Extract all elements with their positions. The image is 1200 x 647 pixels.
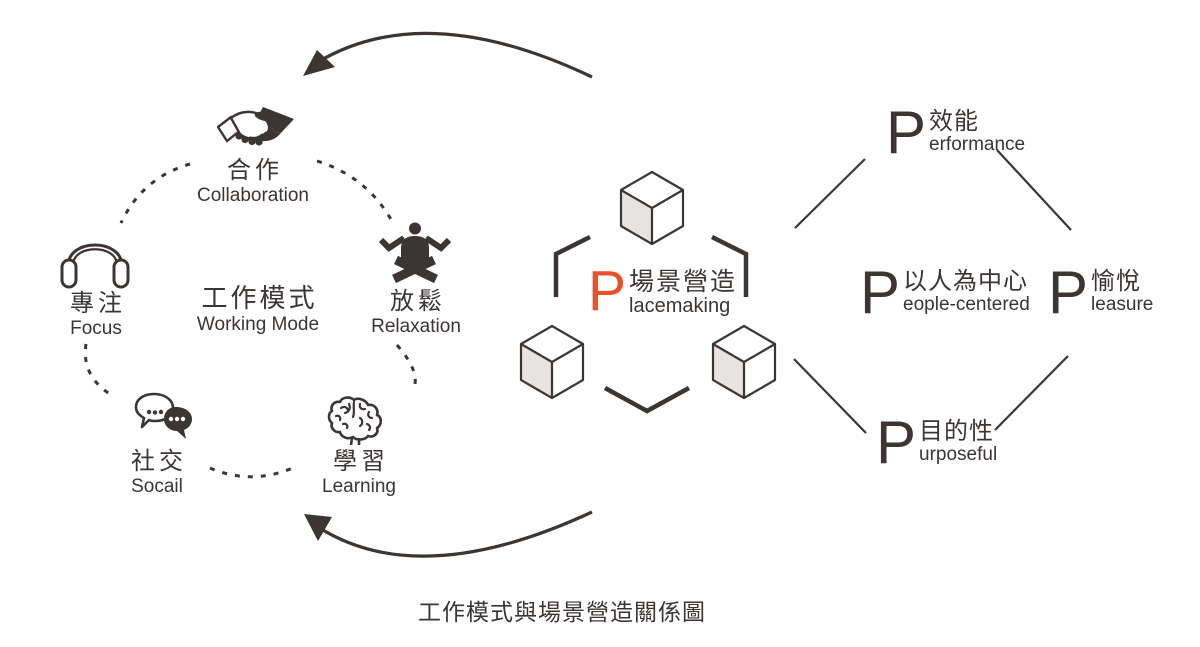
arc-social-learning [209,465,296,479]
principle-pleasure-zh: 愉悅 [1091,268,1142,295]
principle-pleasure-initial: P [1048,259,1089,326]
bracket-top-left [553,234,592,297]
line-pleasure-to-purposeful [994,355,1069,431]
chat-bubbles-icon [134,392,192,439]
cube-icon-top [619,170,685,246]
placemaking-en: lacemaking [629,295,731,318]
working-mode-en: Working Mode [196,313,320,335]
placemaking-brackets [553,234,749,414]
loop-arrow-bottom [304,510,593,558]
node-focus-zh: 專注 [70,290,126,317]
principle-pleasure: P 愉悅 leasure [1048,263,1154,323]
node-social-en: Socail [131,476,183,498]
principle-performance-en: erformance [929,134,1026,156]
bracket-bottom-chevron [603,386,691,414]
working-mode-zh: 工作模式 [201,283,318,313]
node-learning: 學習 Learning [322,448,396,499]
node-learning-zh: 學習 [332,448,389,475]
diagram-caption: 工作模式與場景營造關係圖 [418,599,706,625]
bracket-top-right [710,234,749,297]
diamond-lines [793,149,1072,434]
node-collaboration-en: Collaboration [197,185,309,207]
placemaking-zh: 場景營造 [629,268,738,296]
placemaking-initial: P [588,259,627,323]
node-social-zh: 社交 [131,448,187,475]
arc-relaxation-learning [395,344,417,392]
working-mode-title: 工作模式 Working Mode [197,284,319,336]
node-relaxation-en: Relaxation [371,316,461,338]
principle-people-centered-en: eople-centered [903,294,1030,316]
principle-pleasure-en: leasure [1091,294,1154,316]
principle-performance-zh: 效能 [929,108,980,135]
node-learning-en: Learning [322,476,396,498]
principle-performance: P 效能 erformance [886,103,1026,163]
line-left-to-performance [794,158,866,229]
arc-focus-social [83,343,114,398]
principle-people-centered-initial: P [860,259,901,326]
line-performance-to-pleasure [996,149,1072,231]
meditation-icon [378,222,452,283]
principle-people-centered: P 以人為中心 eople-centered [860,263,1030,323]
brain-icon [327,396,383,446]
principle-performance-initial: P [886,99,927,166]
node-relaxation: 放鬆 Relaxation [371,288,461,339]
arc-collaboration-focus [119,162,191,224]
line-left-to-purposeful [793,358,867,434]
node-relaxation-zh: 放鬆 [390,288,446,315]
placemaking-label: P 場景營造 lacemaking [588,263,738,320]
principle-purposeful-zh: 目的性 [919,418,995,445]
principle-purposeful-initial: P [876,409,917,476]
node-focus: 專注 Focus [70,290,122,341]
cube-icon-right [711,324,777,400]
cycle-dashed-arcs [83,159,417,479]
arrowhead-top [303,50,335,76]
principle-purposeful: P 目的性 urposeful [876,413,998,473]
headphones-icon [60,243,130,289]
node-social: 社交 Socail [131,448,183,499]
cube-icon-left [519,324,585,400]
node-collaboration: 合作 Collaboration [197,157,309,208]
handshake-icon [217,107,294,146]
node-collaboration-zh: 合作 [227,157,283,184]
arc-collaboration-relaxation [316,159,395,224]
node-focus-en: Focus [70,318,122,340]
principle-people-centered-zh: 以人為中心 [903,268,1029,295]
loop-arrow-top [303,31,593,79]
principle-purposeful-en: urposeful [919,444,998,466]
arrowhead-bottom [304,514,332,541]
